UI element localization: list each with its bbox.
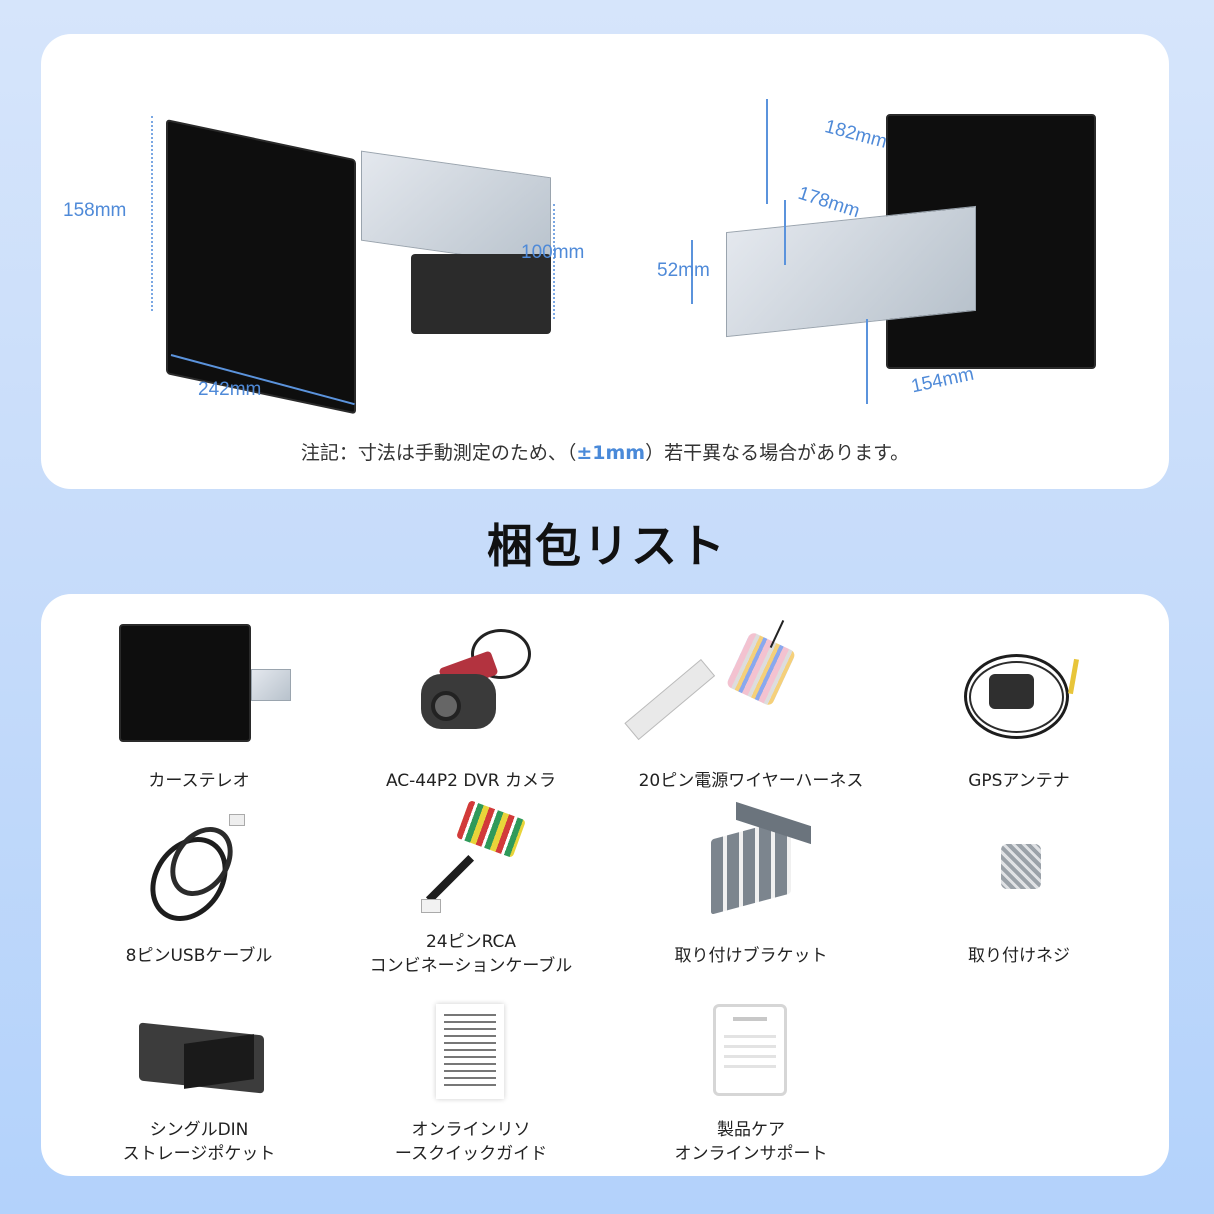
quick-guide-image — [436, 1004, 506, 1104]
package-item-label: 製品ケア オンラインサポート — [674, 1120, 828, 1164]
package-item-rca-cable: 24ピンRCA コンビネーションケーブル — [341, 789, 601, 978]
total-depth-dimension-line — [766, 99, 768, 204]
package-item-label: 8ピンUSBケーブル — [125, 946, 273, 966]
package-item-usb-cable: 8ピンUSBケーブル — [69, 804, 329, 968]
package-item-storage-pocket: シングルDIN ストレージポケット — [69, 1004, 329, 1166]
measurement-note: 注記：寸法は手動測定のため、（±1mm）若干異なる場合があります。 — [41, 438, 1169, 465]
package-item-car-stereo: カーステレオ — [69, 619, 329, 793]
note-tolerance: ±1mm — [576, 442, 646, 464]
package-item-label: 取り付けネジ — [968, 946, 1070, 966]
package-item-screws: 取り付けネジ — [889, 804, 1149, 968]
gps-antenna-image — [949, 619, 1089, 749]
package-item-label: GPSアンテナ — [968, 771, 1070, 791]
width-dimension-label: 242mm — [198, 379, 262, 400]
rear-view-stereo-image — [721, 109, 1141, 409]
chassis-height-dimension-line — [553, 204, 555, 319]
package-list-panel: カーステレオ AC-44P2 DVR カメラ 20ピン電源ワイヤーハーネス GP… — [41, 594, 1169, 1176]
chassis-height-rear-dimension-label: 52mm — [657, 260, 710, 281]
package-item-label: 24ピンRCA コンビネーションケーブル — [369, 932, 573, 976]
chassis-depth-dimension-line — [784, 200, 786, 265]
chassis-height-dimension-label: 100mm — [521, 242, 585, 263]
package-item-quick-guide: オンラインリソ ースクイックガイド — [341, 1004, 601, 1166]
note-prefix: 注記：寸法は手動測定のため、（ — [300, 442, 577, 464]
wire-harness-image — [624, 619, 821, 749]
bracket-image — [681, 801, 821, 924]
package-item-label: オンラインリソ ースクイックガイド — [394, 1120, 548, 1164]
package-item-label: 取り付けブラケット — [674, 946, 828, 966]
rca-cable-image — [401, 789, 541, 914]
car-stereo-image — [109, 619, 291, 749]
height-dimension-label: 158mm — [63, 200, 127, 221]
package-item-online-support: 製品ケア オンラインサポート — [621, 1004, 881, 1166]
package-list-title: 梱包リスト — [487, 519, 727, 573]
package-item-label: AC-44P2 DVR カメラ — [385, 771, 557, 791]
package-item-dvr-camera: AC-44P2 DVR カメラ — [341, 619, 601, 793]
package-item-label: シングルDIN ストレージポケット — [122, 1120, 276, 1164]
online-support-image — [713, 1004, 789, 1104]
usb-cable-image — [129, 804, 269, 936]
dimensions-panel: 158mm 242mm 100mm 182mm 178mm 52mm 154mm… — [41, 34, 1169, 489]
note-suffix: ）若干異なる場合があります。 — [645, 442, 910, 464]
screws-image — [949, 804, 1089, 924]
package-item-wire-harness: 20ピン電源ワイヤーハーネス — [621, 619, 881, 793]
bracket-depth-dimension-line — [866, 319, 868, 404]
package-item-gps-antenna: GPSアンテナ — [889, 619, 1149, 793]
chassis-height-rear-dimension-line — [691, 240, 693, 304]
front-view-stereo-image — [161, 114, 601, 415]
package-item-label: 20ピン電源ワイヤーハーネス — [638, 771, 864, 791]
package-item-bracket: 取り付けブラケット — [621, 801, 881, 968]
package-item-label: カーステレオ — [148, 771, 250, 791]
storage-pocket-image — [124, 1004, 274, 1104]
dvr-camera-image — [401, 619, 541, 749]
height-dimension-line — [151, 116, 153, 311]
